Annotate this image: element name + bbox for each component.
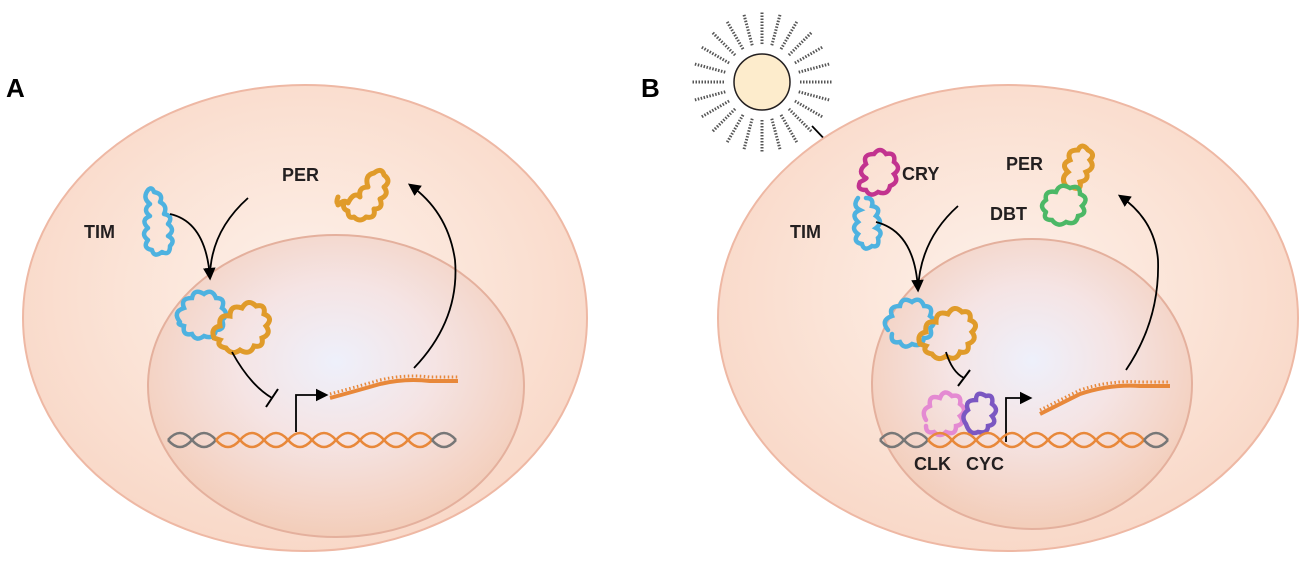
- import-arrow-b: [875, 221, 924, 293]
- clk-label-b: CLK: [914, 454, 951, 474]
- mrna-comb-b: [1039, 380, 1170, 412]
- repression-line-a: [231, 351, 273, 399]
- cry-protein-b: [856, 147, 901, 197]
- sun-ray: [700, 99, 730, 119]
- per-label-a: PER: [282, 165, 319, 185]
- panel-a: A PER TIM: [6, 73, 588, 552]
- panel-b-label: B: [641, 73, 660, 103]
- dbt-label-b: DBT: [990, 204, 1027, 224]
- sun-ray: [787, 31, 813, 57]
- per-tim-complex-b: [882, 297, 978, 362]
- mrna-b: [1039, 383, 1170, 416]
- sun-ray: [770, 118, 782, 150]
- import-arrow-a2: [209, 197, 249, 279]
- import-arrow-a: [169, 213, 216, 281]
- sun-ray: [694, 62, 726, 74]
- tim-label-a: TIM: [84, 222, 115, 242]
- promoter-arrow-b: [1005, 391, 1033, 442]
- cyc-protein-b: [961, 391, 999, 436]
- sun-ray: [711, 31, 737, 57]
- import-arrow-b2: [917, 205, 959, 291]
- panel-a-label: A: [6, 73, 25, 103]
- nucleus-a: [147, 234, 525, 538]
- per-tim-complex-a: [174, 289, 272, 356]
- repression-bar-b: [957, 369, 971, 387]
- per-protein-b: [1060, 143, 1096, 191]
- panel-b: B CRY TIM PER DBT: [641, 12, 1299, 552]
- mrna-comb-a: [329, 374, 458, 396]
- sun-ray: [742, 14, 754, 46]
- sun-ray: [725, 20, 745, 50]
- per-protein-a: [334, 167, 391, 223]
- export-arrow-a: [407, 183, 457, 369]
- mrna-a: [329, 378, 458, 400]
- cry-label-b: CRY: [902, 164, 939, 184]
- sun-ray: [779, 114, 799, 144]
- sun-ray: [700, 45, 730, 65]
- repression-line-b: [945, 351, 965, 379]
- sun-ray: [787, 107, 813, 133]
- sun-ray: [711, 107, 737, 133]
- sun-ray: [770, 14, 782, 46]
- sun-ray: [779, 20, 799, 50]
- repression-bar-a: [265, 388, 279, 408]
- tim-protein-b: [851, 195, 883, 251]
- per-label-b: PER: [1006, 154, 1043, 174]
- sun-ray: [742, 118, 754, 150]
- tim-protein-a: [141, 186, 175, 257]
- promoter-arrow-a: [295, 388, 329, 432]
- sun-ray: [725, 114, 745, 144]
- sun-ray: [798, 90, 830, 102]
- sun-icon: [692, 12, 832, 152]
- dna-b: [879, 431, 1169, 449]
- clk-protein-b: [921, 390, 967, 438]
- sun-ray: [798, 62, 830, 74]
- dna-a: [167, 431, 457, 449]
- tim-label-b: TIM: [790, 222, 821, 242]
- cyc-label-b: CYC: [966, 454, 1004, 474]
- sun-ray: [694, 90, 726, 102]
- export-arrow-b: [1117, 194, 1159, 371]
- sun-ray: [794, 45, 824, 65]
- dbt-protein-b: [1039, 183, 1088, 227]
- sun-ray: [794, 99, 824, 119]
